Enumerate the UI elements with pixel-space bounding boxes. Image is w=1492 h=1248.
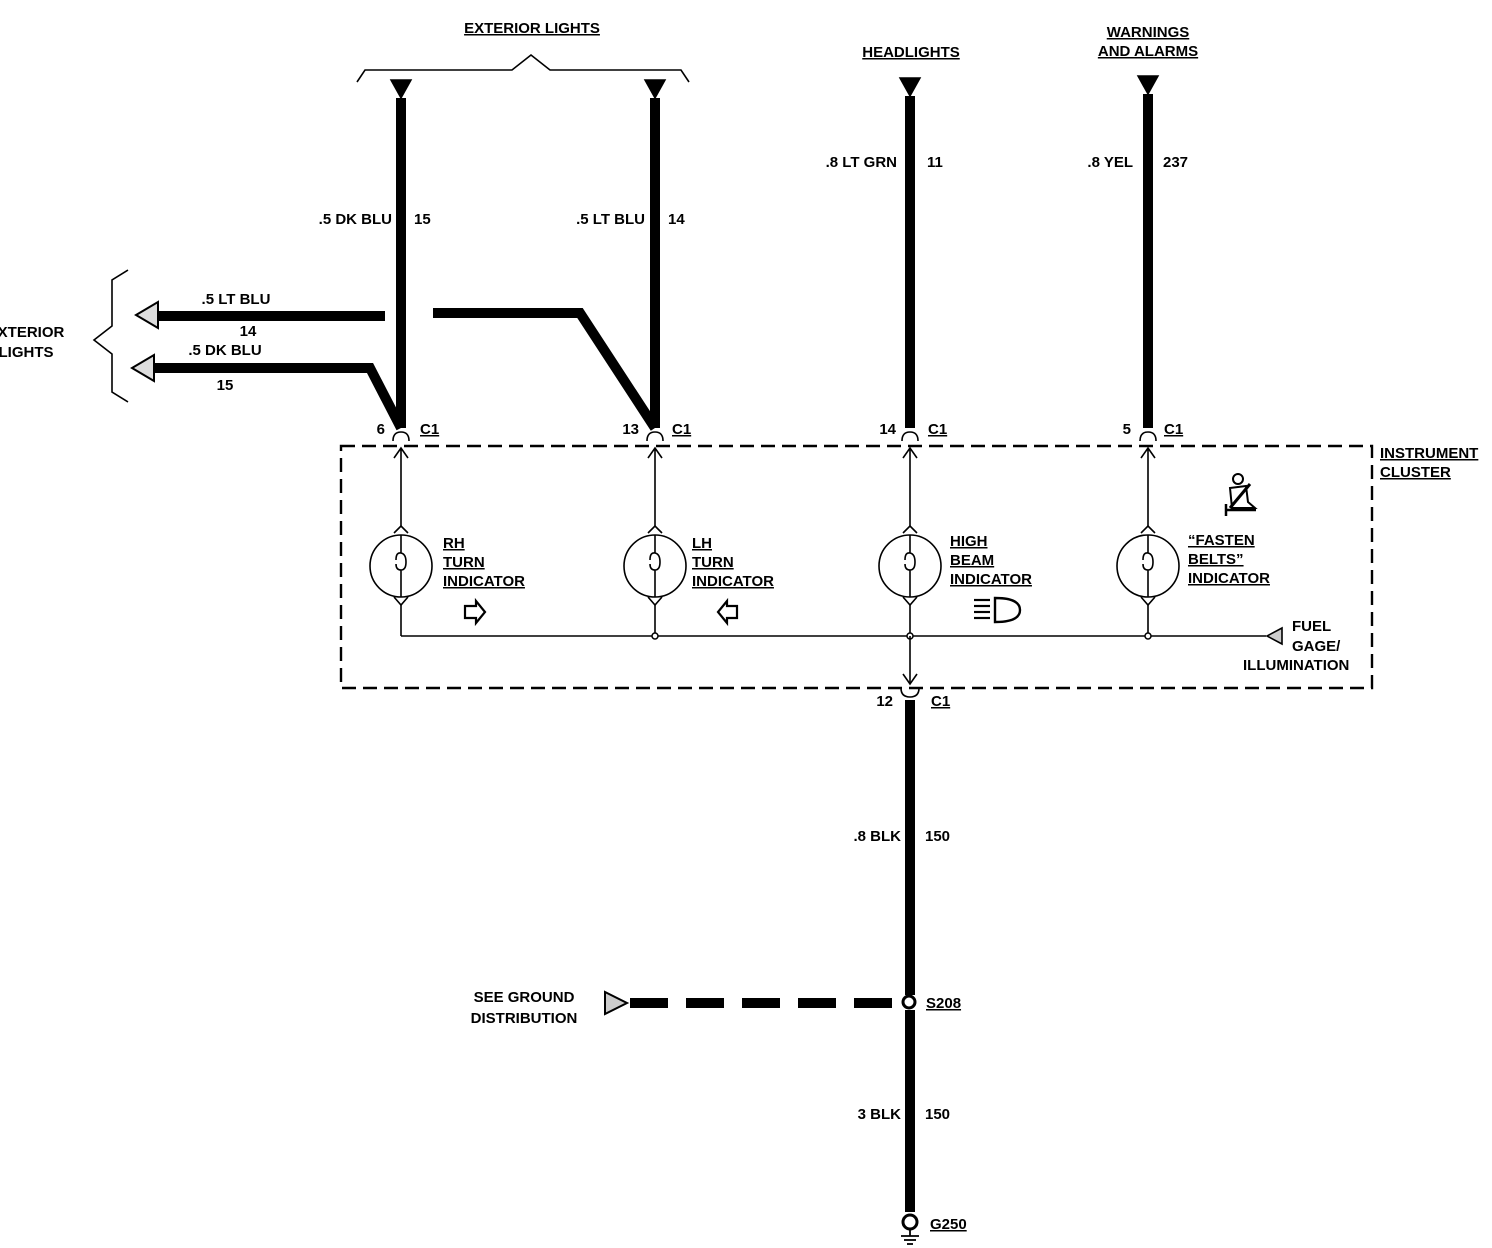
c1-label: C1 <box>931 693 950 710</box>
pin-13-label: 13 <box>622 421 639 438</box>
wire-14-jog <box>433 308 660 431</box>
wire-237-color: .8 YEL <box>1087 154 1133 171</box>
exterior-lights-brace <box>356 53 690 83</box>
ground-lead-arrow <box>902 673 918 686</box>
bus-junction-dot <box>1144 632 1152 640</box>
connector-c1-pin-14: 14 C1 <box>879 421 947 442</box>
ground-dist-label-line1: SEE GROUND <box>474 989 575 1006</box>
wire-237-number: 237 <box>1163 154 1188 171</box>
wire-15-color: .5 DK BLU <box>319 211 392 228</box>
fuel-label-line2: GAGE/ <box>1292 638 1341 655</box>
lh-label-line3: INDICATOR <box>692 573 774 590</box>
headlights-label: HEADLIGHTS <box>862 44 960 61</box>
c1-label: C1 <box>420 421 439 438</box>
c1-label: C1 <box>672 421 691 438</box>
splice-label: S208 <box>926 995 961 1012</box>
arrow-left-icon <box>134 300 159 330</box>
arrow-down-icon <box>389 79 413 100</box>
pin-12-label: 12 <box>876 693 893 710</box>
warnings-label-line1: WARNINGS <box>1107 24 1190 41</box>
arrow-left-icon <box>1265 626 1283 646</box>
ground-label: G250 <box>930 1216 967 1233</box>
ground-dist-label-line2: DISTRIBUTION <box>471 1010 578 1027</box>
arrow-right-icon <box>604 990 630 1016</box>
hb-label-line1: HIGH <box>950 533 988 550</box>
pin-5-label: 5 <box>1123 421 1131 438</box>
left-arrow-icon <box>716 597 739 627</box>
high-beam-indicator-bulb <box>878 446 942 636</box>
wire-15-left-color: .5 DK BLU <box>188 342 261 359</box>
hb-label-line3: INDICATOR <box>950 571 1032 588</box>
right-arrow-icon <box>463 597 487 627</box>
rh-label-line3: INDICATOR <box>443 573 525 590</box>
exterior-left-label-line2: LIGHTS <box>0 344 54 361</box>
fuel-label-line3: ILLUMINATION <box>1243 657 1349 674</box>
ground-symbol-icon <box>901 1213 919 1245</box>
wire-14-left-number: 14 <box>240 323 257 340</box>
pin-6-label: 6 <box>377 421 385 438</box>
arrow-down-icon <box>643 79 667 100</box>
wire-11-color: .8 LT GRN <box>826 154 897 171</box>
splice-s208 <box>901 994 917 1010</box>
fasten-belts-indicator-bulb <box>1116 446 1180 636</box>
lh-label-line2: TURN <box>692 554 734 571</box>
hb-label-line2: BEAM <box>950 552 994 569</box>
wire-150-upper-color: .8 BLK <box>853 828 901 845</box>
connector-c1-pin-12: 12 C1 <box>876 687 950 710</box>
fb-label-line2: BELTS” <box>1188 551 1244 568</box>
lh-label-line1: LH <box>692 535 712 552</box>
c1-label: C1 <box>928 421 947 438</box>
connector-c1-pin-5: 5 C1 <box>1123 421 1183 442</box>
rh-turn-indicator-bulb <box>369 446 433 636</box>
wire-150-upper-number: 150 <box>925 828 950 845</box>
fuel-label-line1: FUEL <box>1292 618 1331 635</box>
c1-label: C1 <box>1164 421 1183 438</box>
exterior-lights-top-label: EXTERIOR LIGHTS <box>464 20 600 37</box>
wire-150-lower-color: 3 BLK <box>858 1106 902 1123</box>
wire-11-number: 11 <box>927 154 943 171</box>
lh-turn-indicator-bulb <box>623 446 687 636</box>
exterior-left-brace <box>92 269 129 403</box>
warnings-label-line2: AND ALARMS <box>1098 43 1198 60</box>
pin-14-label: 14 <box>879 421 896 438</box>
wire-150-lower-number: 150 <box>925 1106 950 1123</box>
arrow-down-icon <box>1136 75 1160 96</box>
arrow-down-icon <box>898 77 922 98</box>
rh-label-line1: RH <box>443 535 465 552</box>
bus-junction-dot <box>651 632 659 640</box>
connector-c1-pin-13: 13 C1 <box>622 421 691 442</box>
fb-label-line1: “FASTEN <box>1188 532 1255 549</box>
exterior-left-label-line1: EXTERIOR <box>0 324 65 341</box>
wire-15-left-number: 15 <box>217 377 234 394</box>
wire-14-number: 14 <box>668 211 685 228</box>
arrow-left-icon <box>130 353 155 383</box>
high-beam-icon <box>974 596 1022 624</box>
fb-label-line3: INDICATOR <box>1188 570 1270 587</box>
wire-14-color: .5 LT BLU <box>576 211 645 228</box>
wire-15-number: 15 <box>414 211 431 228</box>
cluster-label-line1: INSTRUMENT <box>1380 445 1478 462</box>
wire-14-left-color: .5 LT BLU <box>202 291 271 308</box>
cluster-label-line2: CLUSTER <box>1380 464 1451 481</box>
instrument-cluster-box <box>339 444 1374 690</box>
rh-label-line2: TURN <box>443 554 485 571</box>
seat-belt-icon <box>1224 473 1258 516</box>
wire-15-left-segment <box>154 363 406 431</box>
connector-c1-pin-6: 6 C1 <box>377 421 439 442</box>
